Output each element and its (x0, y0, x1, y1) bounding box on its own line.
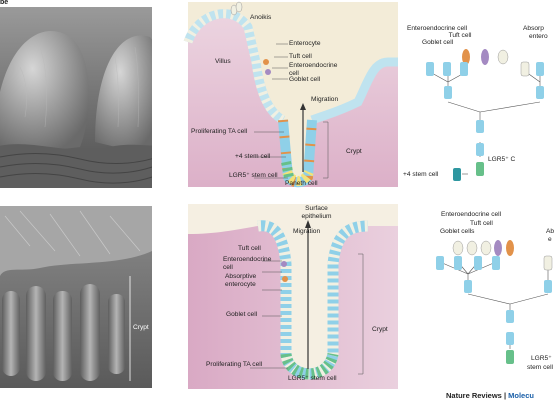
lineage-bottom-ab: Ab (546, 228, 555, 235)
lineage-bottom-enteroendocrine: Enteroendocrine cell (441, 211, 502, 218)
label-colon-proliferating-ta-cell: Proliferating TA cell (206, 361, 263, 368)
label-colon-tuft-cell: Tuft cell (238, 245, 261, 252)
label-enteroendocrine-cell: Enteroendocrine cell (289, 62, 338, 77)
sem-crypts-texture (0, 206, 152, 388)
sem-image-small-intestine (0, 7, 152, 188)
label-surface-epithelium: Surface epithelium (301, 205, 332, 220)
lineage-bottom-goblet: Goblet cells (440, 228, 475, 235)
journal-section: Molecu (508, 391, 534, 400)
label-colon-lgr5-stem-cell: LGR5⁺ stem cell (288, 375, 337, 382)
label-paneth-cell: Paneth cell (285, 180, 318, 187)
label-enterocyte: Enterocyte (289, 40, 321, 47)
lineage-top-goblet: Goblet cell (422, 39, 454, 46)
label-colon-goblet-cell: Goblet cell (226, 311, 258, 318)
label-colon-enteroendocrine-cell: Enteroendocrine cell (223, 256, 272, 271)
label-plus4-stem-cell: +4 stem cell (235, 153, 271, 160)
panel-corner-label: be (0, 0, 9, 6)
label-proliferating-ta-cell: Proliferating TA cell (191, 128, 248, 135)
label-villus: Villus (215, 58, 231, 65)
journal-name: Nature Reviews | (446, 391, 509, 400)
lineage-bottom-stem-cell: stem cell (527, 364, 554, 371)
lineage-tree-small-intestine (426, 49, 544, 181)
lineage-top-lgr5: LGR5⁺ C (488, 156, 516, 163)
lineage-top-enteroendocrine: Enteroendocrine cell (406, 25, 468, 32)
label-tuft-cell: Tuft cell (289, 53, 312, 60)
lineage-top-absorp: Absorp (523, 25, 544, 32)
label-goblet-cell: Goblet cell (289, 76, 321, 83)
lineage-bottom-lgr5: LGR5⁺ (531, 355, 552, 362)
lineage-top-tuft: Tuft cell (448, 32, 472, 39)
colon-schematic (188, 204, 398, 389)
journal-credit: Nature Reviews | Molecu (446, 391, 534, 400)
label-anoikis: Anoikis (250, 14, 272, 21)
label-absorptive-enterocyte: Absorptive enterocyte (225, 273, 257, 288)
lineage-bottom-e: e (548, 236, 552, 243)
sem-villi-texture (0, 7, 152, 188)
label-lgr5-stem-cell: LGR5⁺ stem cell (229, 172, 278, 179)
label-colon-crypt: Crypt (372, 326, 388, 333)
small-intestine-schematic (183, 1, 398, 188)
label-crypt: Crypt (346, 148, 362, 155)
sem-image-colon: Crypt (0, 206, 152, 388)
label-migration: Migration (311, 96, 339, 103)
lineage-top-entero: entero (529, 33, 548, 40)
lineage-top-plus4: +4 stem cell (403, 171, 439, 178)
lineage-tree-colon (436, 240, 553, 364)
lineage-bottom-tuft: Tuft cell (470, 220, 493, 227)
label-colon-migration: Migration (293, 228, 321, 235)
sem-crypt-label: Crypt (133, 324, 149, 331)
